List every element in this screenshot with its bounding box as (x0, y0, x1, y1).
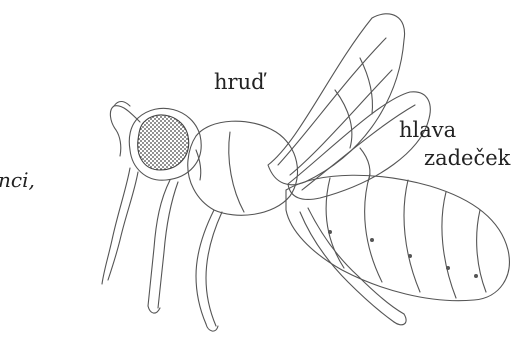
abdomen-mark-1 (328, 230, 332, 234)
mouthparts-2 (108, 172, 138, 280)
label-abdomen: zadeček (424, 148, 510, 169)
middle-leg-2 (206, 212, 222, 326)
middle-leg-foot (206, 324, 218, 331)
abdomen-segment-3 (404, 180, 420, 292)
hind-leg (300, 212, 394, 322)
abdomen-mark-3 (408, 254, 412, 258)
front-leg (148, 180, 170, 306)
abdomen-segment-4 (442, 192, 456, 298)
mouthparts (102, 168, 130, 284)
thorax-outline (188, 121, 298, 215)
thorax-segment (229, 132, 244, 212)
forewing-vein-3 (335, 90, 352, 148)
front-leg-2 (158, 182, 178, 308)
middle-leg (196, 210, 214, 324)
antenna (110, 106, 140, 156)
abdomen-mark-2 (370, 238, 374, 242)
abdomen-segment-5 (477, 210, 486, 292)
forewing-vein-4 (360, 58, 373, 114)
hindwing-vein-2 (360, 148, 370, 182)
label-partial-left: nci, (0, 170, 35, 190)
compound-eye (138, 115, 189, 170)
abdomen-mark-5 (474, 274, 478, 278)
label-head: hlava (399, 120, 456, 141)
hind-leg-foot (394, 314, 406, 325)
abdomen-mark-4 (446, 266, 450, 270)
hind-leg-2 (308, 208, 404, 314)
abdomen-segment-2 (365, 174, 382, 282)
abdomen-outline (286, 175, 509, 300)
label-thorax: hruď (214, 72, 265, 93)
